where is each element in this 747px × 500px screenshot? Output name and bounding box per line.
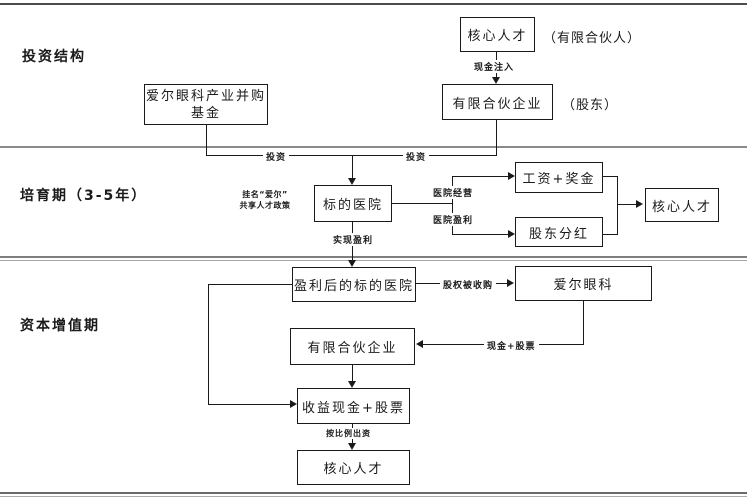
node-partnership-top-label: 有限合伙企业 xyxy=(452,96,543,112)
bottom-border-line xyxy=(0,492,747,497)
connector-to-dividend xyxy=(452,234,508,235)
arrowhead-realize-profit xyxy=(348,260,356,267)
note-shareholder: （股东） xyxy=(562,98,619,113)
connector-merge-vertical xyxy=(617,176,618,235)
section-label-capital-appreciation: 资本增值期 xyxy=(20,318,100,334)
top-border-line xyxy=(0,3,747,5)
connector-hospital-right xyxy=(392,203,453,204)
node-core-talent-mid-label: 核心人才 xyxy=(651,199,712,215)
arrowhead-proportional xyxy=(348,443,356,450)
node-partnership-bottom-label: 有限合伙企业 xyxy=(307,341,398,356)
node-core-talent-top-label: 核心人才 xyxy=(467,29,528,44)
node-target-hospital: 标的医院 xyxy=(314,185,392,222)
arrowhead-to-salary xyxy=(508,172,515,180)
arrowhead-cash-stock xyxy=(416,340,423,348)
node-aier-ma-fund: 爱尔眼科产业并购 基金 xyxy=(144,84,268,125)
node-aier-ma-fund-line2: 基金 xyxy=(190,105,221,121)
label-cash-stock: 现金+股票 xyxy=(484,339,539,352)
connector-loop-top xyxy=(208,284,292,285)
connector-partnership-down xyxy=(496,120,497,155)
section-label-investment-structure: 投资结构 xyxy=(22,49,86,65)
note-limited-partner: （有限合伙人） xyxy=(543,31,642,46)
connector-branch-vertical xyxy=(452,176,453,234)
section-divider-1 xyxy=(0,146,747,148)
section-label-cultivation-period: 培育期（3-5年） xyxy=(20,188,148,204)
node-partnership-top: 有限合伙企业 xyxy=(442,84,553,120)
connector-loop-bottom xyxy=(208,404,290,405)
arrowhead-partnership-to-income xyxy=(348,381,356,388)
arrowhead-loop-to-income xyxy=(290,400,297,408)
connector-invest-horizontal xyxy=(206,155,497,156)
node-shareholder-dividend: 股东分红 xyxy=(515,217,603,247)
label-cash-injection: 现金注入 xyxy=(471,60,518,73)
node-profit-hospital: 盈利后的标的医院 xyxy=(292,267,416,302)
node-core-talent-bottom: 核心人才 xyxy=(297,450,410,485)
arrowhead-cash-injection xyxy=(492,77,500,84)
connector-to-salary xyxy=(452,176,508,177)
label-equity-acquired: 股权被收购 xyxy=(440,278,497,291)
note-affiliation-line1: 挂名“爱尔” xyxy=(242,190,288,199)
node-income-cash-stock-label: 收益现金+股票 xyxy=(302,400,405,416)
node-core-talent-top: 核心人才 xyxy=(460,17,535,52)
section-divider-2 xyxy=(0,256,747,261)
connector-partnership-to-income xyxy=(352,365,353,382)
arrowhead-to-core-talent-mid xyxy=(636,200,643,208)
node-core-talent-bottom-label: 核心人才 xyxy=(323,462,384,477)
node-target-hospital-label: 标的医院 xyxy=(322,198,383,213)
node-aier-eye: 爱尔眼科 xyxy=(515,266,652,301)
node-profit-hospital-label: 盈利后的标的医院 xyxy=(293,279,414,294)
connector-fund-down xyxy=(206,125,207,155)
node-shareholder-dividend-label: 股东分红 xyxy=(528,226,589,242)
label-hospital-profit: 医院盈利 xyxy=(430,213,477,226)
node-income-cash-stock: 收益现金+股票 xyxy=(297,388,410,424)
node-salary-bonus: 工资+奖金 xyxy=(515,162,603,193)
connector-to-target-hospital xyxy=(352,155,353,179)
connector-dividend-right xyxy=(603,234,618,235)
label-realize-profit: 实现盈利 xyxy=(330,233,377,246)
node-salary-bonus-label: 工资+奖金 xyxy=(522,172,596,187)
arrowhead-to-target-hospital xyxy=(348,178,356,185)
arrowhead-to-dividend xyxy=(508,230,515,238)
arrowhead-equity-acquired xyxy=(507,279,514,287)
label-invest-left: 投资 xyxy=(263,150,290,163)
node-aier-eye-label: 爱尔眼科 xyxy=(553,278,614,293)
connector-loop-vertical xyxy=(208,284,209,405)
label-invest-right: 投资 xyxy=(403,150,430,163)
node-aier-ma-fund-line1: 爱尔眼科产业并购 xyxy=(145,88,266,104)
note-affiliation-policy: 挂名“爱尔” 共享人才政策 xyxy=(233,189,297,211)
connector-to-core-talent-mid xyxy=(617,204,637,205)
connector-salary-right xyxy=(603,176,618,177)
node-core-talent-mid: 核心人才 xyxy=(645,188,719,222)
label-hospital-operation: 医院经营 xyxy=(430,186,477,199)
label-proportional-contribution: 按比例出资 xyxy=(323,428,374,439)
connector-aier-down xyxy=(583,301,584,345)
note-affiliation-line2: 共享人才政策 xyxy=(239,201,291,210)
node-partnership-bottom: 有限合伙企业 xyxy=(290,328,415,365)
